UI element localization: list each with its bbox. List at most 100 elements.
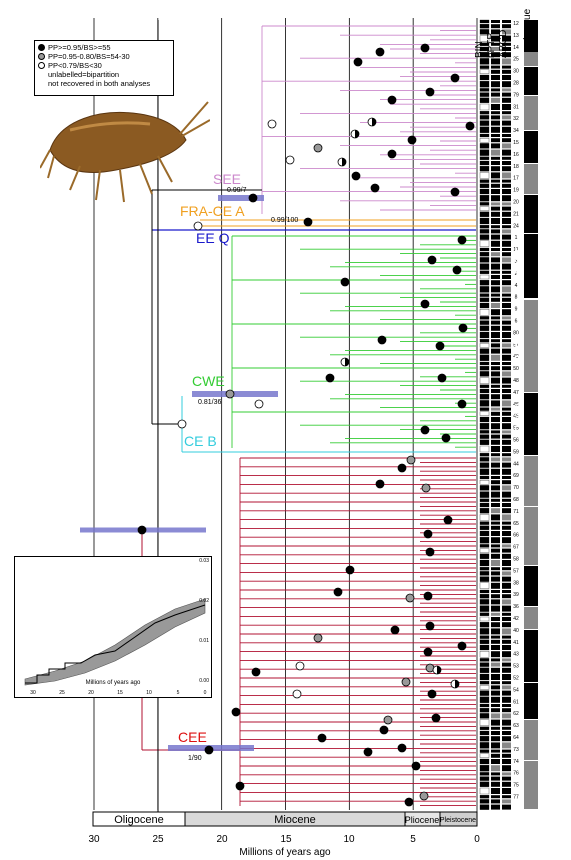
bin-cell bbox=[479, 339, 490, 343]
lagrue-number: 75 bbox=[513, 783, 519, 789]
axis-tick: 5 bbox=[410, 834, 416, 845]
bptp-cell bbox=[491, 576, 500, 582]
abgd-cell bbox=[502, 400, 511, 407]
bptp-cell bbox=[491, 69, 500, 74]
bin-cell bbox=[479, 133, 490, 138]
bin-cell bbox=[479, 548, 490, 553]
bin-cell bbox=[479, 325, 490, 331]
abgd-cell bbox=[502, 179, 511, 183]
legend-note: unlabelled=bipartition bbox=[48, 70, 120, 79]
lagrue-number: 24 bbox=[513, 223, 519, 229]
inset-ytick: 0.00 bbox=[199, 678, 209, 684]
lagrue-block bbox=[524, 683, 538, 719]
support-node bbox=[427, 255, 437, 265]
abgd-cell bbox=[502, 58, 511, 65]
bptp-cell bbox=[491, 544, 500, 548]
inset-tick: 30 bbox=[30, 690, 36, 696]
bptp-cell bbox=[491, 120, 500, 126]
bin-cell bbox=[479, 703, 490, 708]
bin-cell bbox=[479, 366, 490, 371]
support-node bbox=[251, 667, 261, 677]
bin-cell bbox=[479, 599, 490, 605]
abgd-cell bbox=[502, 531, 511, 536]
lagrue-block bbox=[524, 164, 538, 194]
bptp-cell bbox=[491, 252, 500, 257]
bptp-cell bbox=[491, 719, 500, 726]
abgd-cell bbox=[502, 280, 511, 286]
support-fra: 0.99/100 bbox=[271, 217, 298, 224]
bin-cell bbox=[479, 58, 490, 65]
lagrue-number: 12 bbox=[513, 21, 519, 27]
epoch-pliocene: Pliocene bbox=[405, 815, 440, 825]
bptp-cell bbox=[491, 248, 500, 251]
bptp-cell bbox=[491, 24, 500, 29]
bin-cell bbox=[479, 635, 490, 639]
legend-row-high: PP>=0.95/BS>=55 bbox=[38, 43, 170, 52]
abgd-cell bbox=[502, 658, 511, 662]
legend-row-low: PP<0.79/BS<30 bbox=[38, 61, 170, 70]
inset-ytick: 0.02 bbox=[199, 598, 209, 604]
lagrue-number: 79 bbox=[513, 92, 519, 98]
bin-cell bbox=[479, 97, 490, 103]
bptp-cell bbox=[491, 612, 500, 616]
lagrue-number: 18 bbox=[513, 164, 519, 170]
bptp-cell bbox=[491, 183, 500, 188]
support-node bbox=[353, 57, 363, 67]
bin-cell bbox=[479, 787, 490, 795]
bin-cell bbox=[479, 394, 490, 400]
bptp-cell bbox=[491, 468, 500, 475]
abgd-cell bbox=[502, 594, 511, 599]
support-node bbox=[397, 743, 407, 753]
lagrue-number: 63 bbox=[513, 723, 519, 729]
support-node bbox=[235, 781, 245, 791]
bin-cell bbox=[479, 530, 490, 537]
support-see: 0.99/7 bbox=[227, 187, 247, 194]
bin-cell bbox=[479, 571, 490, 576]
abgd-cell bbox=[502, 498, 511, 502]
bin-cell bbox=[479, 407, 490, 411]
abgd-cell bbox=[502, 92, 511, 97]
bin-cell bbox=[479, 156, 490, 160]
bin-cell bbox=[479, 685, 490, 690]
abgd-cell bbox=[502, 468, 511, 475]
bptp-cell bbox=[491, 788, 500, 794]
bin-cell bbox=[479, 713, 490, 719]
lagrue-number: 36 bbox=[513, 604, 519, 610]
bin-cell bbox=[479, 726, 490, 730]
bin-cell bbox=[479, 498, 490, 502]
bptp-cell bbox=[491, 567, 500, 571]
bptp-cell bbox=[491, 348, 500, 354]
support-node-half bbox=[355, 130, 359, 138]
bin-cell bbox=[479, 576, 490, 582]
bin-cell bbox=[479, 52, 490, 58]
abgd-cell bbox=[502, 612, 511, 616]
bptp-cell bbox=[491, 423, 500, 430]
bptp-cell bbox=[491, 582, 500, 589]
abgd-cell bbox=[502, 674, 511, 680]
support-node bbox=[390, 625, 400, 635]
bptp-cell bbox=[491, 104, 500, 110]
abgd-cell bbox=[502, 508, 511, 514]
inset-ytick: 0.03 bbox=[199, 558, 209, 564]
bptp-cell bbox=[491, 293, 500, 297]
support-node bbox=[340, 277, 350, 287]
abgd-cell bbox=[502, 576, 511, 582]
bin-cell bbox=[479, 316, 490, 320]
bin-cell bbox=[479, 502, 490, 508]
abgd-cell bbox=[502, 75, 511, 80]
bptp-cell bbox=[491, 377, 500, 384]
support-node bbox=[248, 193, 258, 203]
lagrue-number: 47 bbox=[513, 390, 519, 396]
abgd-cell bbox=[502, 202, 511, 206]
bin-cell bbox=[479, 160, 490, 166]
bptp-cell bbox=[491, 651, 500, 658]
axis-tick: 15 bbox=[280, 834, 292, 845]
bptp-cell bbox=[491, 753, 500, 758]
lagrue-number: 50 bbox=[513, 366, 519, 372]
bin-cell bbox=[479, 19, 490, 24]
lagrue-number: 66 bbox=[513, 533, 519, 539]
lagrue-number: 67 bbox=[513, 545, 519, 551]
bin-cell bbox=[479, 514, 490, 521]
axis-tick: 20 bbox=[216, 834, 228, 845]
